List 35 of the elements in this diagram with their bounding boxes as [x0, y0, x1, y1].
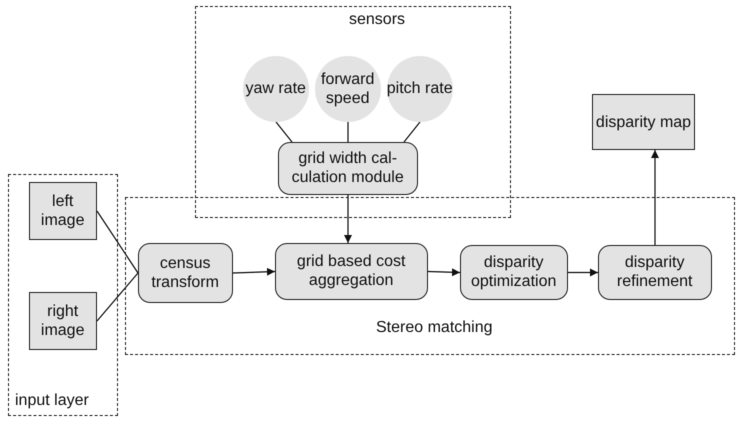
node-label: forward speed [320, 70, 376, 108]
group-label: sensors [349, 11, 406, 29]
node-label: grid based cost aggregation [296, 252, 406, 290]
node-label: census transform [150, 254, 220, 292]
connector-line [347, 122, 349, 142]
arrow [568, 268, 598, 276]
arrow [344, 195, 352, 243]
process-box [274, 242, 428, 300]
node-label: right image [40, 302, 86, 340]
dashed-group [125, 197, 735, 355]
node-label: disparity optimization [470, 253, 558, 292]
node-label: left image [40, 192, 86, 230]
dashed-group [195, 6, 511, 218]
process-box [598, 244, 712, 300]
process-box [28, 292, 97, 350]
process-box [138, 242, 233, 303]
process-box [28, 182, 97, 240]
process-box [592, 94, 695, 150]
process-box [460, 244, 568, 300]
arrow [232, 268, 276, 276]
node-label: disparity map [596, 112, 692, 132]
arrow [428, 268, 460, 276]
connector-line [276, 122, 292, 142]
connector-line [96, 272, 138, 322]
group-label: Stereo matching [376, 319, 493, 337]
node-label: grid width cal- culation module [290, 149, 405, 188]
connector-line [96, 210, 138, 274]
node-label: disparity refinement [616, 253, 694, 292]
connector-line [404, 122, 420, 142]
arrow [651, 150, 659, 245]
group-label: input layer [15, 392, 89, 410]
dashed-group [8, 174, 118, 416]
node-label: yaw rate [245, 79, 306, 98]
process-box [278, 142, 418, 195]
node-label: pitch rate [386, 79, 453, 98]
